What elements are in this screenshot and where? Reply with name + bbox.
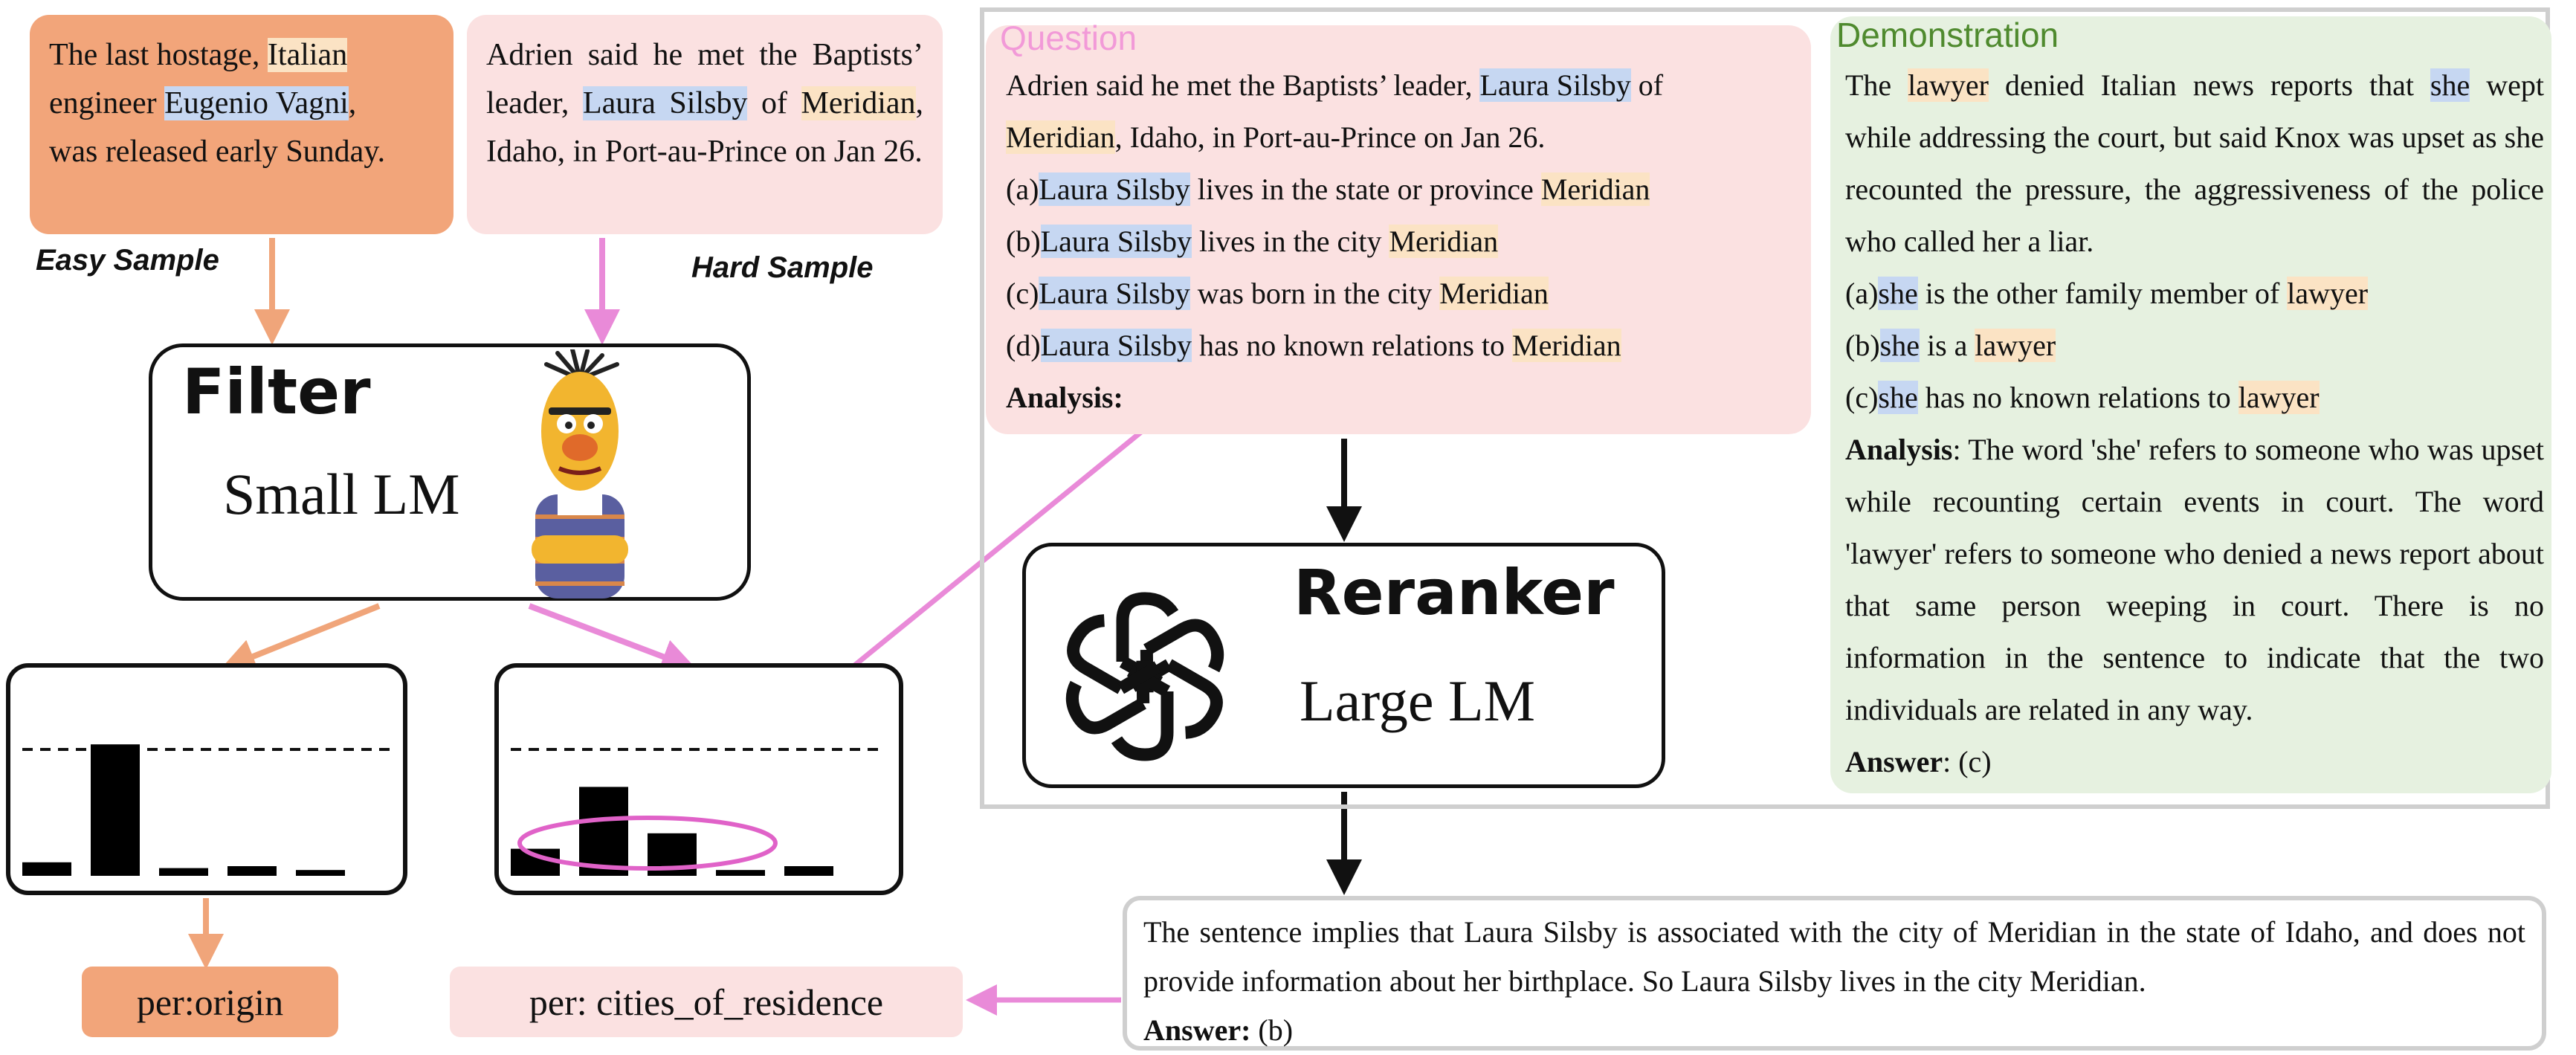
- answer-box: The sentence implies that Laura Silsby i…: [1123, 896, 2546, 1051]
- easy-histogram-bar-3: [159, 868, 208, 876]
- demonstration-option-a: (a)she is the other family member of law…: [1845, 277, 2369, 310]
- question-option-d: (d)Laura Silsby has no known relations t…: [1006, 329, 1621, 362]
- easy-histogram: [6, 663, 407, 895]
- demonstration-sentence: The lawyer denied Italian news reports t…: [1845, 68, 2544, 258]
- hard-histogram-bar-2: [579, 787, 628, 876]
- arrow-filter-to-easy-hist: [219, 603, 381, 674]
- hard-histogram-bars: [511, 748, 885, 876]
- easy-sample-line-1: The last hostage, Italian: [49, 38, 348, 72]
- hard-result-label: per: cities_of_residence: [450, 967, 963, 1037]
- hard-object-highlight: Meridian: [801, 86, 916, 121]
- demonstration-option-b: (b)she is a lawyer: [1845, 329, 2056, 362]
- question-option-a: (a)Laura Silsby lives in the state or pr…: [1006, 172, 1650, 206]
- hard-histogram-bar-4: [716, 870, 765, 876]
- arrow-filter-to-hard-hist: [528, 603, 697, 674]
- question-option-c: (c)Laura Silsby was born in the city Mer…: [1006, 277, 1549, 310]
- demonstration-answer: Answer: (c): [1845, 745, 1992, 778]
- hard-sample-tag: Hard Sample: [691, 251, 874, 284]
- easy-subject-highlight: Eugenio Vagni: [164, 86, 349, 121]
- easy-object-highlight: Italian: [267, 38, 348, 72]
- hard-subject-highlight: Laura Silsby: [582, 86, 748, 121]
- easy-histogram-bar-4: [227, 866, 277, 876]
- question-line-1: Adrien said he met the Baptists’ leader,…: [1006, 68, 1664, 102]
- easy-sample-line-2: engineer Eugenio Vagni,: [49, 86, 357, 121]
- reranker-title: Reranker: [1294, 556, 1615, 629]
- demonstration-title: Demonstration: [1836, 16, 2059, 54]
- hard-histogram-bar-5: [784, 866, 833, 876]
- reranker-subtitle: Large LM: [1300, 668, 1535, 733]
- demonstration-panel: [1830, 16, 2551, 793]
- easy-histogram-bar-2: [91, 744, 140, 876]
- easy-histogram-bar-1: [22, 862, 71, 876]
- openai-logo-icon: [1056, 592, 1234, 766]
- answer-line: Answer: (b): [1143, 1013, 1294, 1047]
- demonstration-analysis: Analysis: The word 'she' refers to someo…: [1845, 433, 2544, 726]
- question-text: Adrien said he met the Baptists’ leader,…: [1006, 59, 1801, 424]
- easy-histogram-bar-5: [296, 870, 345, 876]
- easy-histogram-bars: [22, 744, 390, 876]
- candidate-ellipse: [517, 816, 778, 871]
- filter-box: [149, 343, 751, 601]
- hard-sample-box: Adrien said he met the Baptists’ leader,…: [467, 15, 943, 234]
- question-option-b: (b)Laura Silsby lives in the city Meridi…: [1006, 225, 1499, 258]
- hard-histogram: [494, 663, 903, 895]
- question-title: Question: [1000, 19, 1137, 57]
- question-line-2: Meridian, Idaho, in Port-au-Prince on Ja…: [1006, 120, 1546, 154]
- demonstration-text: The lawyer denied Italian news reports t…: [1845, 59, 2544, 788]
- demonstration-option-c: (c)she has no known relations to lawyer: [1845, 381, 2320, 414]
- easy-sample-tag: Easy Sample: [36, 244, 219, 277]
- easy-sample-box: The last hostage, Italian engineer Eugen…: [30, 15, 453, 234]
- easy-sample-line-3: was released early Sunday.: [49, 135, 386, 170]
- question-analysis-label: Analysis:: [1006, 381, 1123, 414]
- filter-title: Filter: [182, 355, 371, 428]
- answer-explanation: The sentence implies that Laura Silsby i…: [1143, 915, 2525, 998]
- puppet-character-icon: [532, 349, 628, 599]
- filter-subtitle: Small LM: [223, 462, 460, 526]
- easy-result-label: per:origin: [82, 967, 338, 1037]
